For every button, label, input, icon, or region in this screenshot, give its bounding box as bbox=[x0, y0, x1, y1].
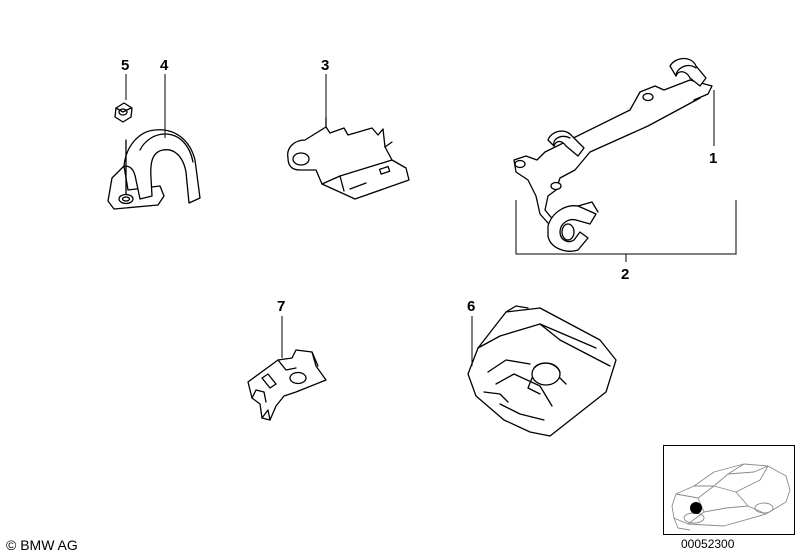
callout-4: 4 bbox=[160, 57, 169, 74]
callout-numbers: 5 4 3 1 2 7 6 bbox=[121, 57, 717, 315]
vehicle-locator-icon bbox=[671, 463, 791, 531]
vehicle-locator-inset bbox=[663, 445, 795, 535]
pipe-holder-bracket-icon bbox=[513, 57, 713, 252]
strap-clamp-icon bbox=[107, 129, 201, 210]
clip-bracket-icon bbox=[247, 349, 327, 421]
callout-1: 1 bbox=[709, 150, 717, 167]
copyright-text: © BMW AG bbox=[6, 537, 78, 553]
cover-cap-icon bbox=[467, 305, 617, 437]
callout-3: 3 bbox=[321, 57, 329, 74]
callout-5: 5 bbox=[121, 57, 129, 74]
callout-7: 7 bbox=[277, 298, 285, 315]
callout-6: 6 bbox=[467, 298, 475, 315]
document-number: 00052300 bbox=[681, 537, 735, 551]
hex-nut-icon bbox=[114, 102, 133, 123]
leader-lines bbox=[125, 74, 737, 366]
mounting-bracket-icon bbox=[287, 117, 410, 200]
callout-2: 2 bbox=[621, 266, 629, 283]
